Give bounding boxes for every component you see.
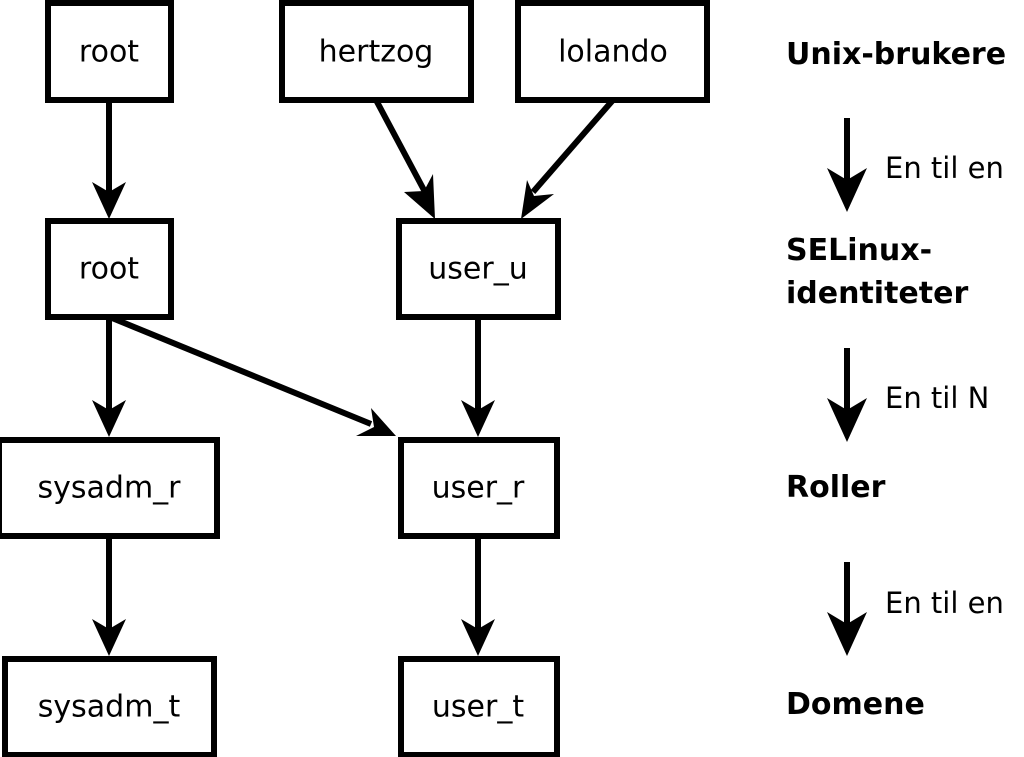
node-role-sysadm-r[interactable]: sysadm_r [0,437,220,539]
node-selinux-root-label: root [79,252,139,287]
node-unix-hertzog[interactable]: hertzog [279,0,474,103]
node-unix-root[interactable]: root [45,0,174,103]
edge-user-r-to-user-t [461,536,495,656]
legend-relation-unix-to-selinux: En til en [885,151,1004,185]
edge-unix-root-to-selinux-root [92,100,126,219]
legend-tier-domene: Domene [786,687,925,722]
node-selinux-user-u-label: user_u [428,252,527,287]
node-domain-user-t-label: user_t [432,690,524,725]
node-unix-lolando[interactable]: lolando [515,0,710,103]
legend-relation-selinux-to-roller: En til N [885,381,989,415]
node-domain-sysadm-t-label: sysadm_t [38,690,181,725]
node-role-user-r-label: user_r [432,471,525,506]
legend-tier-roller: Roller [786,470,886,505]
legend-arrow-roller-to-domene [827,562,867,656]
node-unix-root-label: root [79,35,139,70]
legend-tier-unix-brukere: Unix-brukere [786,37,1006,72]
edge-selinux-root-to-user-r [110,315,396,436]
node-domain-sysadm-t[interactable]: sysadm_t [2,656,217,757]
node-role-user-r[interactable]: user_r [398,437,560,539]
edge-selinux-root-to-sysadm-r [92,318,126,437]
legend-arrow-unix-to-selinux [827,118,867,212]
edge-sysadm-r-to-sysadm-t [92,536,126,656]
legend-arrow-selinux-to-roller [827,348,867,442]
node-role-sysadm-r-label: sysadm_r [38,471,182,506]
node-domain-user-t[interactable]: user_t [398,656,560,757]
edge-user-u-to-user-r [461,318,495,437]
node-unix-hertzog-label: hertzog [319,35,434,70]
node-selinux-user-u[interactable]: user_u [396,218,561,320]
legend-relation-roller-to-domene: En til en [885,586,1004,620]
legend-tier-selinux-identiteter-line2: identiteter [786,276,968,311]
legend-tier-selinux-identiteter-line1: SELinux- [786,233,932,268]
edge-hertzog-to-user-u [373,98,435,219]
node-selinux-root[interactable]: root [45,218,174,320]
node-unix-lolando-label: lolando [558,35,668,70]
edge-lolando-to-user-u [521,98,616,219]
